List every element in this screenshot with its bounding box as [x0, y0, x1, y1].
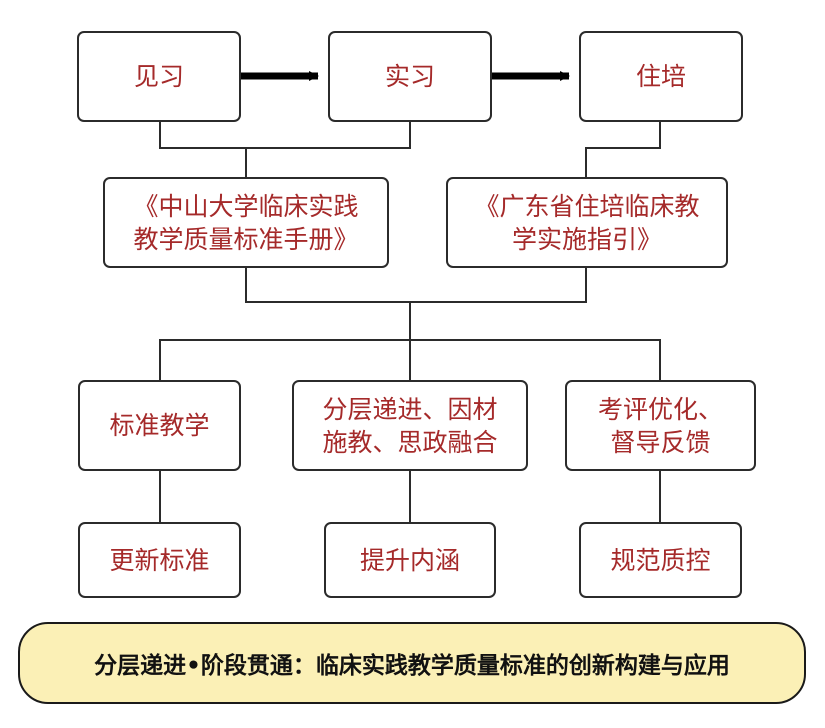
outcome-update-standards-label: 更新标准 [109, 545, 210, 575]
connector-stages-to-ref1 [159, 122, 411, 149]
outcome-improve-connotation-label: 提升内涵 [359, 545, 460, 575]
principle-evaluation-feedback: 考评优化、 督导反馈 [565, 380, 756, 471]
principle-layered-progression-label: 分层递进、因材 施教、思政融合 [322, 394, 498, 457]
outcome-quality-control: 规范质控 [579, 522, 742, 598]
stage-shixi: 实习 [328, 31, 492, 122]
outcome-improve-connotation: 提升内涵 [324, 522, 496, 598]
connector-references-merge [245, 268, 587, 303]
principle-evaluation-feedback-label: 考评优化、 督导反馈 [597, 394, 723, 457]
outcome-update-standards: 更新标准 [78, 522, 241, 598]
outcome-quality-control-label: 规范质控 [610, 545, 711, 575]
principle-standard-teaching-label: 标准教学 [109, 411, 210, 440]
stage-jianxi-label: 见习 [133, 62, 184, 91]
principle-layered-progression: 分层递进、因材 施教、思政融合 [292, 380, 528, 471]
principle-standard-teaching: 标准教学 [78, 380, 241, 471]
stage-shixi-label: 实习 [384, 62, 435, 91]
summary-banner-title: 分层递进•阶段贯通：临床实践教学质量标准的创新构建与应用 [94, 653, 730, 679]
connector-zhupei-to-ref2 [585, 122, 661, 177]
stage-jianxi: 见习 [77, 31, 241, 122]
reference-guangdong-guideline-label: 《广东省住培临床教 学实施指引》 [474, 191, 700, 254]
stage-zhupei: 住培 [579, 31, 743, 122]
reference-sysu-handbook-label: 《中山大学临床实践 教学质量标准手册》 [133, 191, 359, 254]
stage-zhupei-label: 住培 [635, 62, 686, 91]
reference-sysu-handbook: 《中山大学临床实践 教学质量标准手册》 [103, 177, 389, 268]
reference-guangdong-guideline: 《广东省住培临床教 学实施指引》 [446, 177, 728, 268]
summary-banner: 分层递进•阶段贯通：临床实践教学质量标准的创新构建与应用 [18, 622, 806, 704]
